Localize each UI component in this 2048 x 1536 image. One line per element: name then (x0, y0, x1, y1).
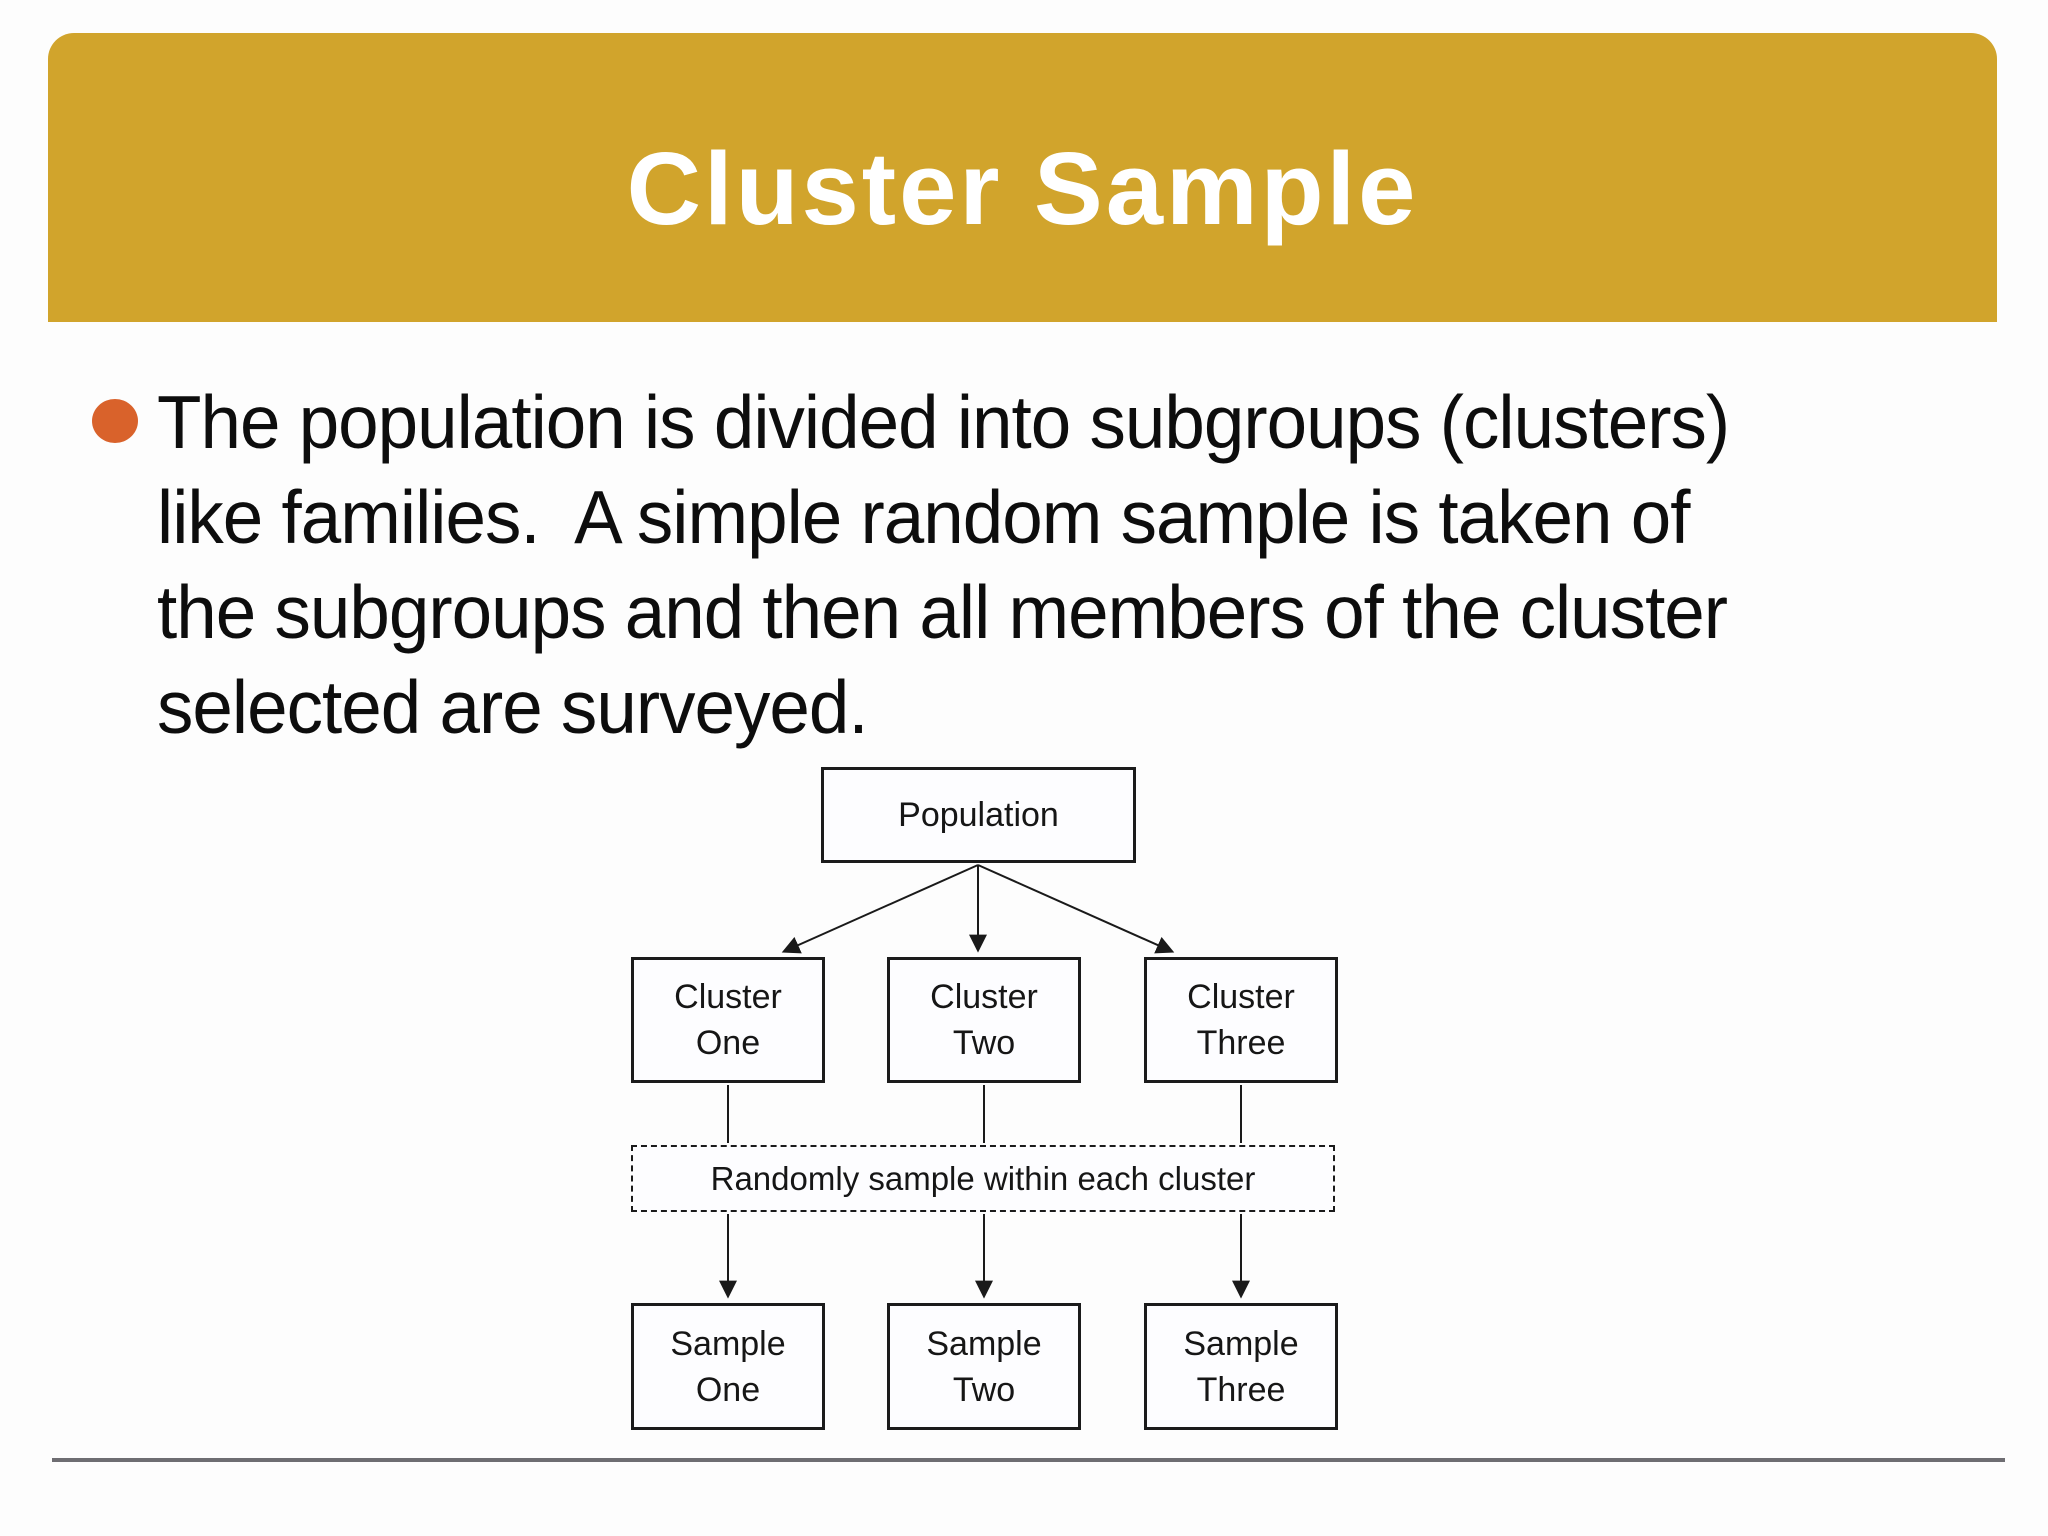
random-sample-label: Randomly sample within each cluster (710, 1159, 1256, 1197)
sample-two-box: Sample Two (887, 1303, 1081, 1430)
population-label: Population (898, 796, 1059, 834)
cluster-one-box: Cluster One (631, 957, 825, 1083)
sample-label-line: Two (952, 1370, 1016, 1409)
bullet-icon (92, 399, 138, 443)
cluster-label-line: Cluster (674, 978, 782, 1016)
sample-one-box: Sample One (631, 1303, 825, 1430)
sample-label-line: Sample (926, 1324, 1042, 1363)
cluster-label-line: One (695, 1024, 761, 1062)
sample-three-box: Sample Three (1144, 1303, 1338, 1430)
cluster-label-line: Three (1196, 1024, 1286, 1062)
cluster-three-box: Cluster Three (1144, 957, 1338, 1083)
sample-label-line: Sample (1183, 1324, 1299, 1363)
bullet-text-line: the subgroups and then all members of th… (157, 570, 1728, 654)
title-banner: Cluster Sample (48, 33, 1997, 322)
connector-arrows (719, 864, 1250, 1299)
cluster-label-line: Cluster (1187, 978, 1295, 1016)
cluster-label-line: Cluster (930, 978, 1038, 1016)
bullet-text-line: selected are surveyed. (157, 665, 869, 749)
cluster-two-box: Cluster Two (887, 957, 1081, 1083)
random-sample-box: Randomly sample within each cluster (631, 1145, 1335, 1212)
bullet-paragraph: The population is divided into subgroups… (157, 375, 1730, 755)
bullet-text-line: like families. A simple random sample is… (157, 475, 1690, 559)
sample-label-line: Sample (670, 1324, 786, 1363)
sample-label-line: One (695, 1370, 761, 1409)
footer-divider (52, 1458, 2005, 1462)
bullet-text-line: The population is divided into subgroups… (157, 380, 1730, 464)
cluster-label-line: Two (952, 1024, 1016, 1062)
slide-title: Cluster Sample (626, 130, 1419, 246)
sample-label-line: Three (1196, 1370, 1286, 1409)
population-box: Population (821, 767, 1136, 863)
cluster-diagram: Population Cluster One Cluster Two Clust… (620, 755, 1350, 1445)
